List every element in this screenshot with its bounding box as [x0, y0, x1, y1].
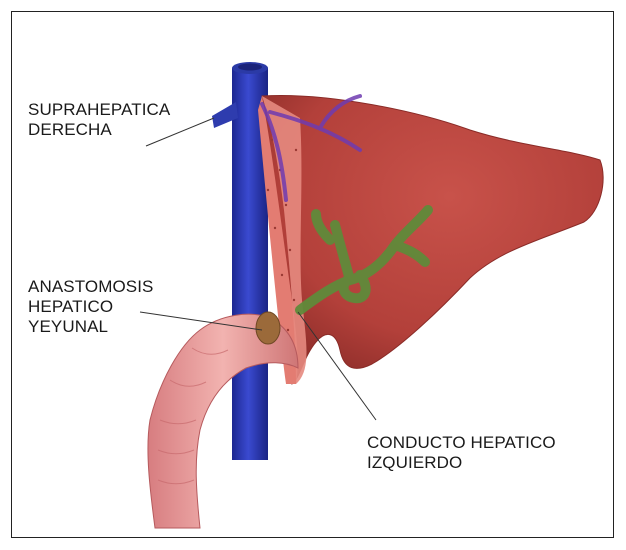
label-suprahepatica-line-2: DERECHA	[28, 120, 170, 140]
label-suprahepatica-line-1: SUPRAHEPATICA	[28, 100, 170, 120]
label-conducto-line-2: IZQUIERDO	[367, 453, 556, 473]
label-anastomosis: ANASTOMOSIS HEPATICO YEYUNAL	[28, 277, 153, 337]
anastomosis-site	[256, 312, 280, 344]
label-anastomosis-line-3: YEYUNAL	[28, 317, 153, 337]
label-conducto: CONDUCTO HEPATICO IZQUIERDO	[367, 433, 556, 473]
label-conducto-line-1: CONDUCTO HEPATICO	[367, 433, 556, 453]
label-anastomosis-line-2: HEPATICO	[28, 297, 153, 317]
label-suprahepatica: SUPRAHEPATICA DERECHA	[28, 100, 170, 140]
jejunum	[148, 314, 298, 528]
label-anastomosis-line-1: ANASTOMOSIS	[28, 277, 153, 297]
liver	[262, 95, 603, 384]
